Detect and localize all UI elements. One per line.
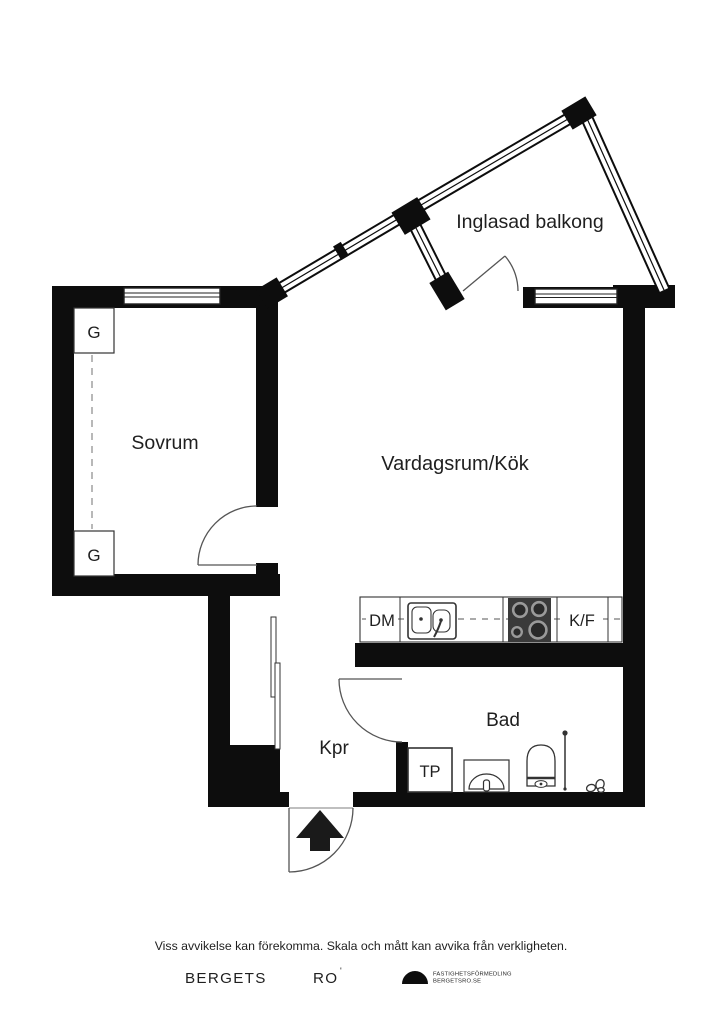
bedroom-door bbox=[197, 505, 258, 566]
wall-bedroom-left bbox=[52, 286, 74, 596]
shower-rail-icon bbox=[562, 730, 568, 791]
wall-bath-stub bbox=[396, 742, 408, 792]
bathroom-label: Bad bbox=[486, 710, 520, 731]
footer: Viss avvikelse kan förekomma. Skala och … bbox=[155, 939, 568, 987]
glazing-band-top bbox=[400, 106, 584, 221]
sliding-door-1 bbox=[270, 616, 277, 698]
stove-icon bbox=[508, 598, 551, 642]
glazing-band-right bbox=[579, 111, 670, 293]
floor-drain-icon bbox=[585, 778, 605, 794]
toilet-icon bbox=[526, 744, 556, 788]
kf-label-bg bbox=[561, 611, 603, 628]
entrance-arrow-icon bbox=[296, 810, 344, 851]
sliding-door-2 bbox=[274, 662, 281, 750]
wall-under-counter bbox=[355, 643, 623, 667]
wall-bedroom-bottom bbox=[52, 574, 280, 596]
brand-mark: ' bbox=[340, 966, 342, 976]
brand-word2: RO bbox=[313, 970, 338, 987]
balcony-door bbox=[462, 255, 519, 292]
post-top bbox=[561, 96, 597, 130]
labels: Inglasad balkong Sovrum Vardagsrum/Kök K… bbox=[87, 211, 603, 781]
wall-right bbox=[623, 287, 645, 807]
laundry-tower-label: TP bbox=[419, 763, 440, 781]
living-room-window bbox=[534, 288, 618, 305]
logo-dome-icon bbox=[402, 971, 428, 984]
glazing-mullion-tick bbox=[333, 241, 349, 261]
disclaimer-text: Viss avvikelse kan förekomma. Skala och … bbox=[155, 939, 568, 953]
post-bottom bbox=[429, 271, 465, 311]
balcony-glazing bbox=[264, 106, 670, 302]
laundry-tower-box bbox=[407, 747, 453, 793]
wall-bottom-left bbox=[208, 792, 289, 807]
wardrobe-bottom-label: G bbox=[87, 546, 100, 565]
windows bbox=[123, 287, 618, 305]
wall-hall-left bbox=[208, 574, 230, 807]
post-bedroom-corner bbox=[256, 277, 288, 309]
dm-label-bg bbox=[366, 611, 398, 628]
wall-bedroom-divider-upper bbox=[256, 286, 278, 507]
hall-wardrobe-sliding-doors bbox=[270, 616, 281, 750]
fridge-freezer-label: K/F bbox=[569, 612, 595, 630]
bathroom-fixtures bbox=[407, 730, 605, 794]
balcony-posts bbox=[256, 96, 597, 311]
dishwasher-label: DM bbox=[369, 612, 395, 630]
bathroom-door bbox=[338, 678, 403, 743]
balcony-label: Inglasad balkong bbox=[456, 211, 603, 233]
counter-dividers bbox=[399, 597, 609, 642]
hall-label: Kpr bbox=[319, 738, 349, 759]
wardrobe-top-label: G bbox=[87, 323, 100, 342]
kitchen-counter bbox=[359, 596, 623, 643]
living-kitchen-label: Vardagsrum/Kök bbox=[381, 453, 529, 475]
wall-wardrobe-block bbox=[230, 745, 280, 792]
sink-icon bbox=[407, 602, 457, 640]
bedroom-label: Sovrum bbox=[131, 432, 198, 454]
walls bbox=[52, 285, 675, 807]
wardrobe-top-box bbox=[73, 307, 115, 354]
wall-bedroom-divider-stub bbox=[256, 563, 278, 596]
brand-tagline2: BERGETSRO.SE bbox=[433, 979, 481, 985]
brand-tagline1: FASTIGHETSFÖRMEDLING bbox=[433, 971, 512, 978]
bedroom-window bbox=[123, 287, 221, 305]
bedroom-fixtures bbox=[73, 307, 115, 577]
washbasin-icon bbox=[463, 759, 510, 793]
entrance-door bbox=[288, 807, 354, 873]
wall-bottom-right bbox=[353, 792, 645, 807]
doors bbox=[197, 255, 519, 873]
brand-word1: BERGETS bbox=[185, 970, 267, 987]
wardrobe-bottom-box bbox=[73, 530, 115, 577]
post-mid bbox=[391, 197, 431, 235]
